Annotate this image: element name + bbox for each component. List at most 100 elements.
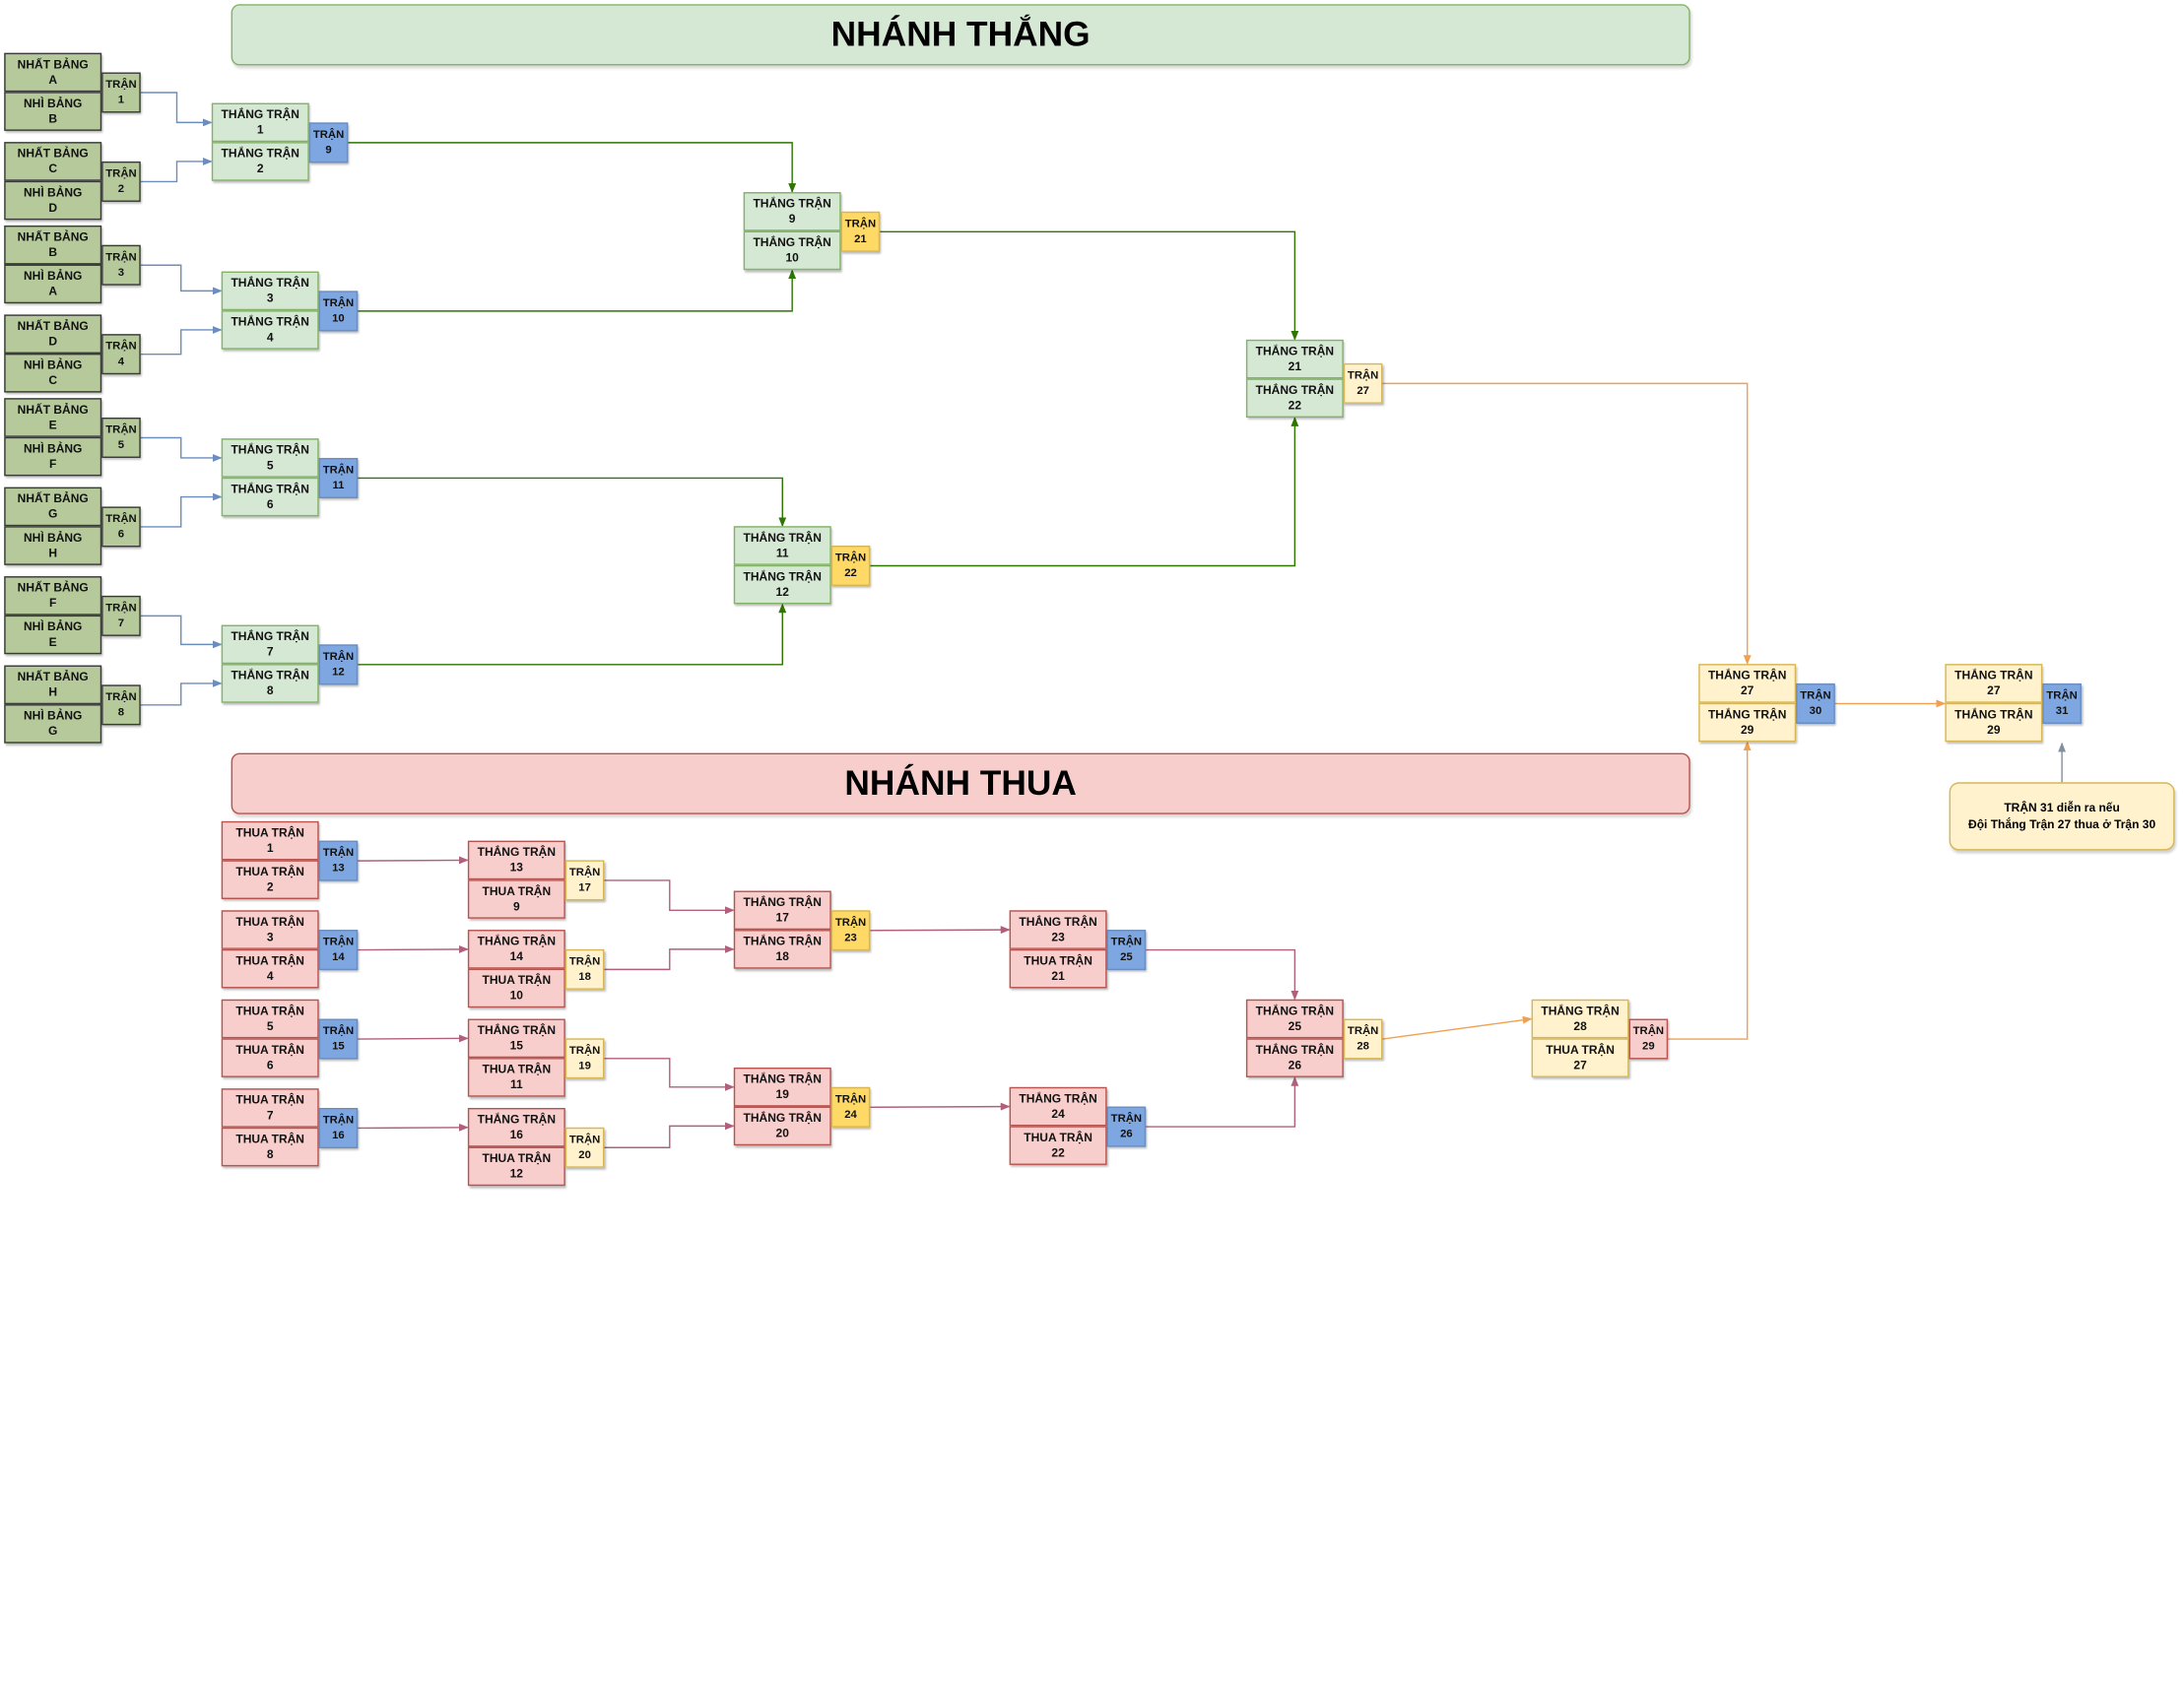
losers-match-17-match-tag: TRẬN 17 [564, 860, 605, 901]
winners-match-27-match-tag: TRẬN 27 [1343, 362, 1383, 404]
losers-match-28-bottom: THẮNG TRẬN 26 [1245, 1038, 1344, 1077]
connector-group-7 [140, 615, 223, 649]
connector-m19-m24 [604, 1058, 735, 1091]
losers-match-14-top: THUA TRẬN 3 [221, 910, 319, 949]
losers-match-24-match-tag: TRẬN 24 [830, 1086, 871, 1128]
losers-match-25-bottom: THUA TRẬN 21 [1009, 948, 1107, 989]
connector-m11-m22 [358, 477, 787, 528]
connector-m23-m25 [870, 926, 1011, 935]
winners-match-11-match-tag: TRẬN 11 [318, 457, 359, 498]
match-31-note: TRẬN 31 diễn ra nếu Đội Thắng Trận 27 th… [1949, 782, 2175, 851]
group-match-1-match-tag: TRẬN 1 [101, 72, 141, 113]
connector-group-2 [140, 157, 213, 183]
connector-loser-r1-4 [358, 1123, 469, 1132]
losers-match-17-top: THẮNG TRẬN 13 [467, 840, 565, 880]
losers-match-25-match-tag: TRẬN 25 [1106, 930, 1147, 971]
losers-match-15-top: THUA TRẬN 5 [221, 999, 319, 1039]
losers-match-29-top: THẮNG TRẬN 28 [1531, 999, 1629, 1039]
winners-match-9-match-tag: TRẬN 9 [308, 122, 349, 163]
group-match-6-top: NHẤT BẢNG G [4, 487, 102, 527]
losers-match-20-top: THẮNG TRẬN 16 [467, 1107, 565, 1147]
losers-match-24-bottom: THẮNG TRẬN 20 [733, 1106, 831, 1146]
final-match-31-top: THẮNG TRẬN 27 [1945, 664, 2043, 703]
losers-match-29-match-tag: TRẬN 29 [1628, 1018, 1669, 1060]
connector-group-4 [140, 325, 223, 356]
group-match-6-bottom: NHÌ BẢNG H [4, 526, 102, 565]
connector-layer [140, 92, 2067, 1148]
winners-match-12-match-tag: TRẬN 12 [318, 644, 359, 685]
winners-match-11-top: THẮNG TRẬN 5 [221, 438, 319, 478]
losers-bracket-title: NHÁNH THUA [844, 763, 1077, 803]
losers-match-16-top: THUA TRẬN 7 [221, 1088, 319, 1128]
winners-match-11-bottom: THẮNG TRẬN 6 [221, 477, 319, 517]
winners-match-9-bottom: THẮNG TRẬN 2 [211, 142, 309, 181]
losers-match-28-match-tag: TRẬN 28 [1343, 1018, 1383, 1060]
losers-match-29-bottom: THUA TRẬN 27 [1531, 1038, 1629, 1077]
losers-match-20-match-tag: TRẬN 20 [564, 1127, 605, 1168]
losers-match-23-bottom: THẮNG TRẬN 18 [733, 930, 831, 969]
connector-m21-m27 [880, 230, 1299, 341]
group-match-5-top: NHẤT BẢNG E [4, 398, 102, 437]
group-match-7-match-tag: TRẬN 7 [101, 595, 141, 636]
losers-match-15-bottom: THUA TRẬN 6 [221, 1038, 319, 1077]
group-match-7-bottom: NHÌ BẢNG E [4, 615, 102, 655]
group-match-6-match-tag: TRẬN 6 [101, 506, 141, 548]
connector-group-3 [140, 264, 223, 295]
losers-bracket-banner: NHÁNH THUA [231, 752, 1690, 814]
losers-match-19-match-tag: TRẬN 19 [564, 1038, 605, 1079]
connector-m18-m23 [604, 944, 735, 971]
connector-m12-m22 [358, 603, 787, 666]
connector-group-8 [140, 679, 223, 706]
connector-m28-m29 [1382, 1015, 1533, 1040]
connector-m20-m24 [604, 1122, 735, 1148]
group-match-1-top: NHẤT BẢNG A [4, 52, 102, 93]
winners-match-27-top: THẮNG TRẬN 21 [1245, 339, 1344, 379]
winners-match-10-bottom: THẮNG TRẬN 4 [221, 310, 319, 350]
connector-group-1 [140, 92, 213, 127]
winners-match-10-top: THẮNG TRẬN 3 [221, 271, 319, 311]
losers-match-23-match-tag: TRẬN 23 [830, 910, 871, 951]
losers-match-13-bottom: THUA TRẬN 2 [221, 860, 319, 899]
losers-match-18-top: THẮNG TRẬN 14 [467, 930, 565, 969]
winners-match-22-top: THẮNG TRẬN 11 [733, 526, 831, 565]
final-match-30-bottom: THẮNG TRẬN 29 [1698, 702, 1797, 743]
losers-match-19-top: THẮNG TRẬN 15 [467, 1018, 565, 1059]
group-match-4-top: NHẤT BẢNG D [4, 314, 102, 354]
losers-match-17-bottom: THUA TRẬN 9 [467, 879, 565, 919]
group-match-3-top: NHẤT BẢNG B [4, 225, 102, 265]
losers-match-16-bottom: THUA TRẬN 8 [221, 1127, 319, 1167]
winners-match-12-bottom: THẮNG TRẬN 8 [221, 664, 319, 703]
connector-m24-m26 [870, 1102, 1011, 1111]
connector-loser-r1-1 [358, 856, 469, 865]
losers-match-25-top: THẮNG TRẬN 23 [1009, 910, 1107, 949]
group-match-1-bottom: NHÌ BẢNG B [4, 92, 102, 131]
losers-match-16-match-tag: TRẬN 16 [318, 1107, 359, 1148]
group-match-8-top: NHẤT BẢNG H [4, 665, 102, 705]
winners-match-21-match-tag: TRẬN 21 [840, 211, 881, 252]
losers-match-19-bottom: THUA TRẬN 11 [467, 1058, 565, 1097]
group-match-2-match-tag: TRẬN 2 [101, 161, 141, 202]
winners-bracket-banner: NHÁNH THẮNG [231, 4, 1690, 66]
final-match-30-top: THẮNG TRẬN 27 [1698, 664, 1797, 703]
losers-match-26-bottom: THUA TRẬN 22 [1009, 1126, 1107, 1165]
losers-match-13-top: THUA TRẬN 1 [221, 820, 319, 861]
losers-match-18-bottom: THUA TRẬN 10 [467, 968, 565, 1008]
winners-match-9-top: THẮNG TRẬN 1 [211, 102, 309, 143]
final-match-30-match-tag: TRẬN 30 [1796, 682, 1835, 724]
winners-match-10-match-tag: TRẬN 10 [318, 291, 359, 332]
group-match-2-top: NHẤT BẢNG C [4, 142, 102, 181]
note-line-1: TRẬN 31 diễn ra nếu [2004, 800, 2120, 814]
connector-loser-r1-3 [358, 1034, 469, 1043]
group-match-4-match-tag: TRẬN 4 [101, 334, 141, 375]
group-match-3-match-tag: TRẬN 3 [101, 244, 141, 286]
connector-m25-m28 [1146, 948, 1299, 1001]
losers-match-13-match-tag: TRẬN 13 [318, 840, 359, 881]
connector-loser-r1-2 [358, 944, 469, 953]
connector-m10-m21 [358, 269, 797, 312]
group-match-5-match-tag: TRẬN 5 [101, 417, 141, 458]
losers-match-18-match-tag: TRẬN 18 [564, 948, 605, 990]
losers-match-23-top: THẮNG TRẬN 17 [733, 890, 831, 931]
winners-match-21-bottom: THẮNG TRẬN 10 [743, 230, 841, 271]
winners-match-27-bottom: THẮNG TRẬN 22 [1245, 378, 1344, 418]
